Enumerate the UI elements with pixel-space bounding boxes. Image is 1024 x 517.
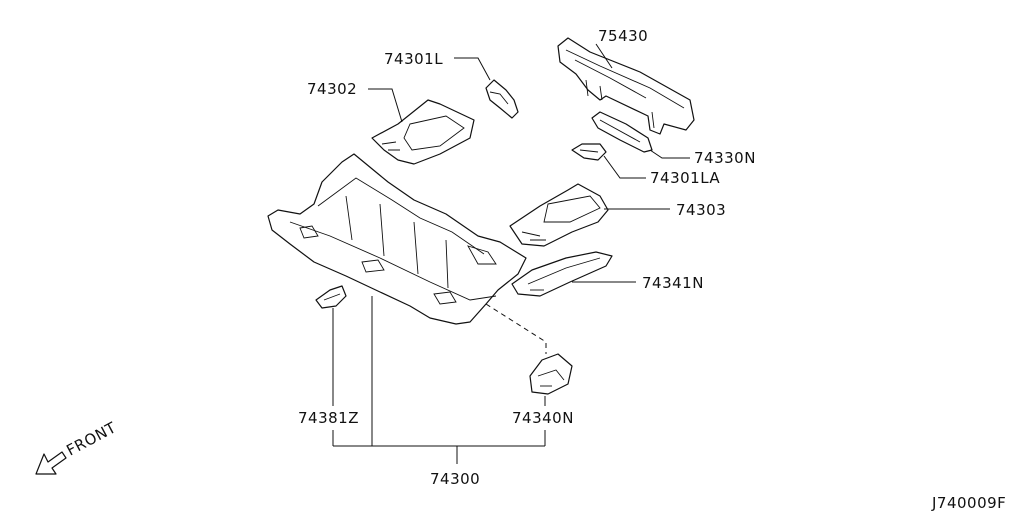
label-74330N: 74330N [649, 149, 756, 167]
part-74301LA[interactable] [571, 143, 607, 161]
part-number-74330N: 74330N [694, 149, 756, 167]
part-74302[interactable] [371, 99, 475, 165]
part-number-74302: 74302 [307, 80, 357, 98]
part-number-74340N: 74340N [512, 409, 574, 427]
part-number-74301L: 74301L [384, 50, 443, 68]
diagram-code: J740009F [931, 494, 1006, 512]
label-74300: 74300 [332, 296, 546, 488]
label-74381Z: 74381Z [298, 308, 359, 427]
label-74301L: 74301L [384, 50, 491, 81]
part-74330N[interactable] [591, 111, 653, 153]
part-74300[interactable] [267, 153, 527, 325]
label-74303: 74303 [604, 201, 726, 219]
label-74301LA: 74301LA [603, 155, 720, 187]
front-arrow-icon [35, 451, 67, 475]
part-number-74303: 74303 [676, 201, 726, 219]
label-75430: 75430 [595, 27, 648, 69]
front-indicator: FRONT [35, 418, 120, 475]
part-number-74300: 74300 [430, 470, 480, 488]
part-74381Z[interactable] [315, 285, 347, 309]
part-number-74381Z: 74381Z [298, 409, 359, 427]
part-74301L[interactable] [485, 79, 519, 119]
part-74340N[interactable] [529, 353, 573, 395]
front-label: FRONT [63, 418, 119, 459]
assembly-dashed-line [485, 303, 547, 354]
part-number-74301LA: 74301LA [650, 169, 720, 187]
part-75430[interactable] [557, 37, 695, 135]
label-74302: 74302 [307, 80, 403, 123]
label-74340N: 74340N [512, 396, 574, 427]
part-74341N[interactable] [511, 251, 613, 297]
label-74341N: 74341N [572, 274, 704, 292]
part-number-74341N: 74341N [642, 274, 704, 292]
part-74303[interactable] [509, 183, 609, 247]
part-number-75430: 75430 [598, 27, 648, 45]
